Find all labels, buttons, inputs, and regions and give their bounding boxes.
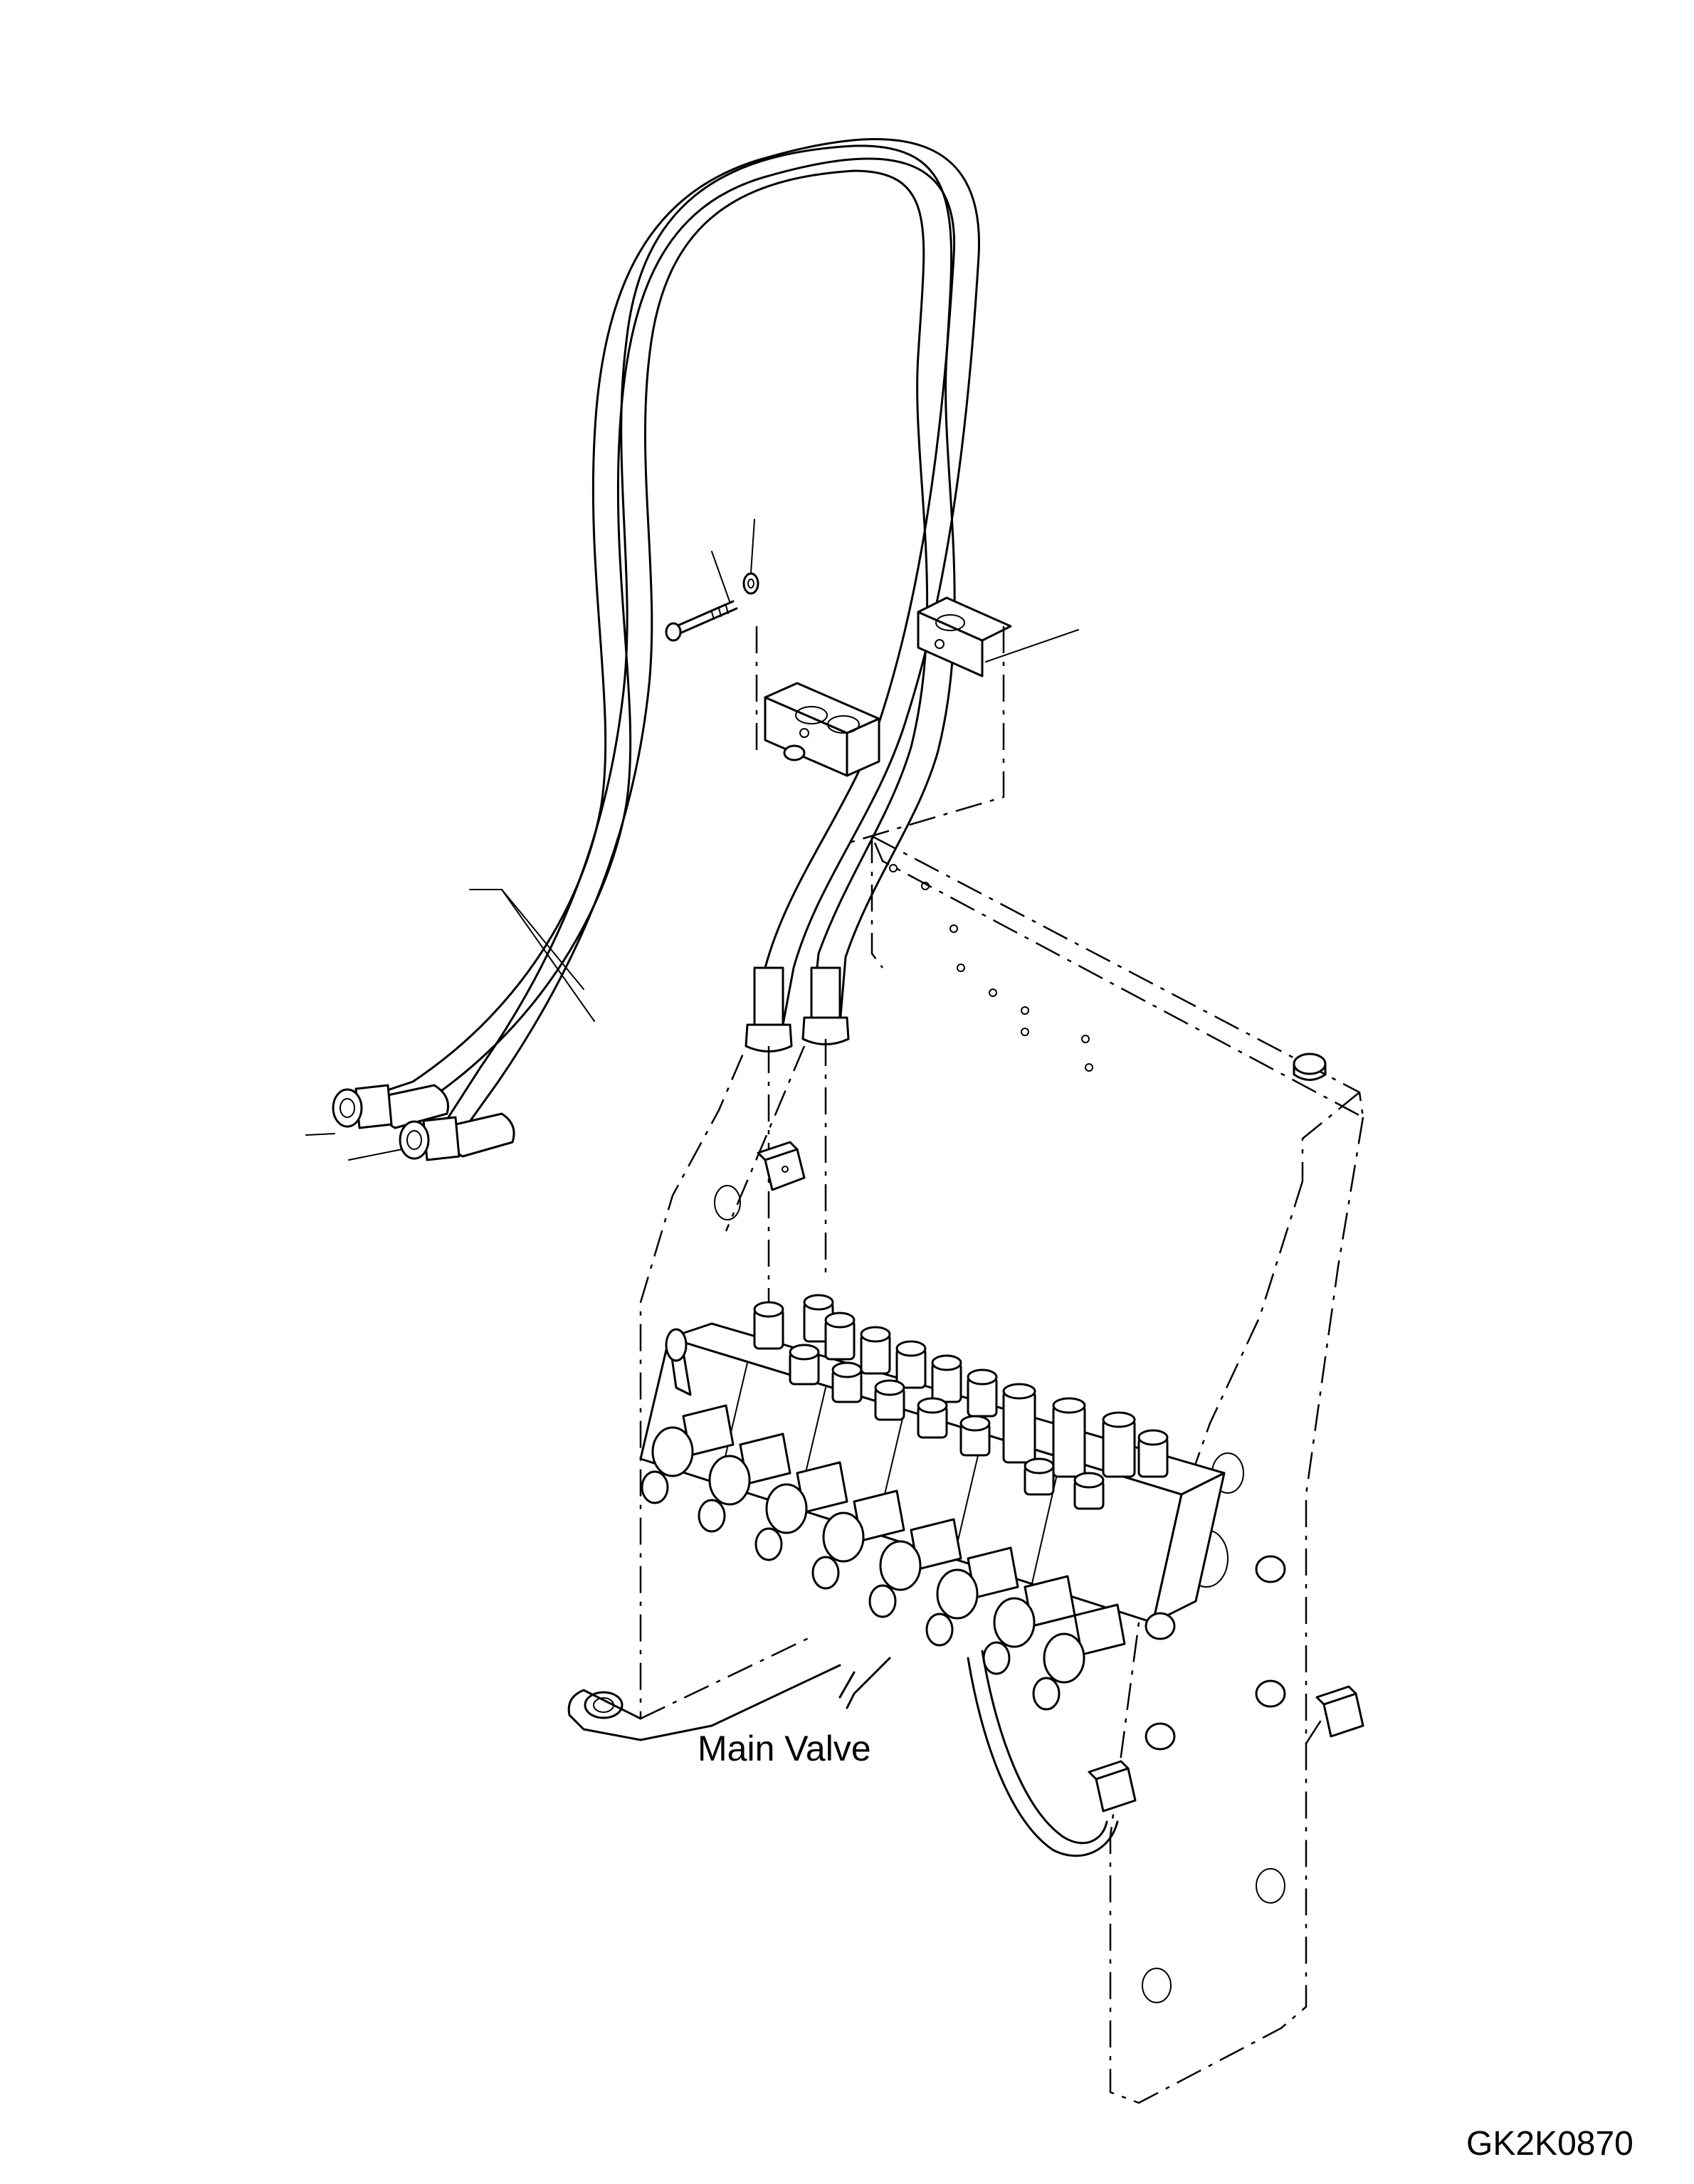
main-valve xyxy=(639,1294,1286,1857)
main-valve-label: Main Valve xyxy=(698,1729,871,1768)
hose-clamp xyxy=(764,596,1012,777)
hose-assembly xyxy=(332,138,980,1161)
washer xyxy=(742,572,759,595)
valve-port-fittings xyxy=(753,1294,1169,1510)
bolt xyxy=(665,600,738,642)
valve-spool-caps xyxy=(641,1404,1126,1711)
assembly-lines xyxy=(755,626,1005,1302)
square-nut xyxy=(757,1141,1364,1813)
drawing-code: GK2K0870 xyxy=(1466,2125,1634,2163)
leader-lines xyxy=(305,519,1079,1161)
